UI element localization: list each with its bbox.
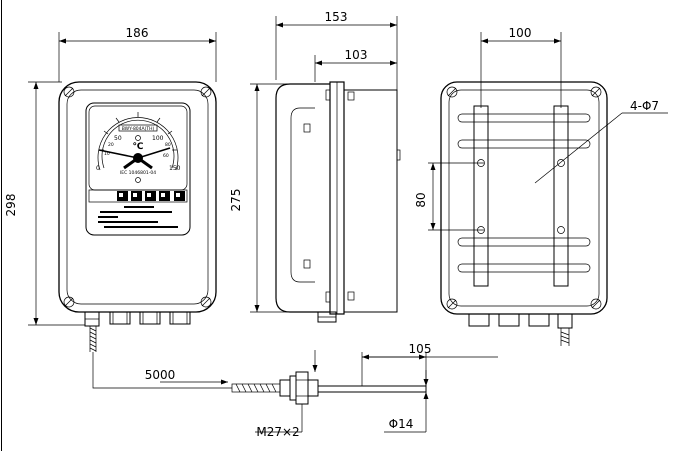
dim-cable-length: 5000	[145, 368, 176, 382]
scale-label-100: 100	[152, 135, 164, 142]
dim-side-height: 275	[229, 189, 243, 212]
label-probe-diameter: Φ14	[389, 417, 414, 431]
front-enclosure	[58, 81, 217, 313]
dial-window	[85, 102, 191, 236]
svg-text:10: 10	[104, 151, 110, 157]
dim-back-vertical: 80	[414, 192, 428, 207]
probe-sensor	[317, 385, 427, 393]
dim-back-spacing: 100	[509, 26, 532, 40]
dim-front-height: 298	[4, 194, 18, 217]
capillary-hose	[89, 326, 97, 352]
back-cable-glands	[468, 313, 573, 346]
dim-side-body: 103	[345, 48, 368, 62]
mounting-holes	[477, 159, 565, 234]
svg-text:IEC 1046801-04: IEC 1046801-04	[120, 170, 156, 176]
back-view: 100 80	[414, 26, 668, 346]
dial-scale	[97, 117, 179, 171]
label-holes: 4-Φ7	[630, 99, 659, 113]
scale-label-50: 50	[114, 135, 122, 142]
front-view: 186 298	[4, 26, 217, 352]
dial-needles	[98, 147, 171, 170]
svg-text:BWY-804A(TH): BWY-804A(TH)	[122, 126, 155, 132]
unit-label: ℃	[133, 142, 144, 152]
scale-label-0: 0	[96, 165, 100, 172]
back-enclosure	[440, 81, 608, 315]
svg-text:80: 80	[165, 142, 171, 148]
dim-side-overall: 153	[325, 10, 348, 24]
side-view: 153 103 275	[229, 10, 401, 323]
svg-text:20: 20	[108, 142, 114, 148]
thread-fitting	[295, 371, 309, 405]
svg-text:60: 60	[163, 153, 169, 159]
cable-probe: 5000 M27×2 105 Φ14	[92, 342, 498, 439]
dim-front-width: 186	[126, 26, 149, 40]
scale-label-150: 150	[169, 165, 181, 172]
label-thread: M27×2	[256, 425, 299, 439]
dim-probe-length: 105	[409, 342, 432, 356]
cable-glands	[84, 311, 191, 327]
